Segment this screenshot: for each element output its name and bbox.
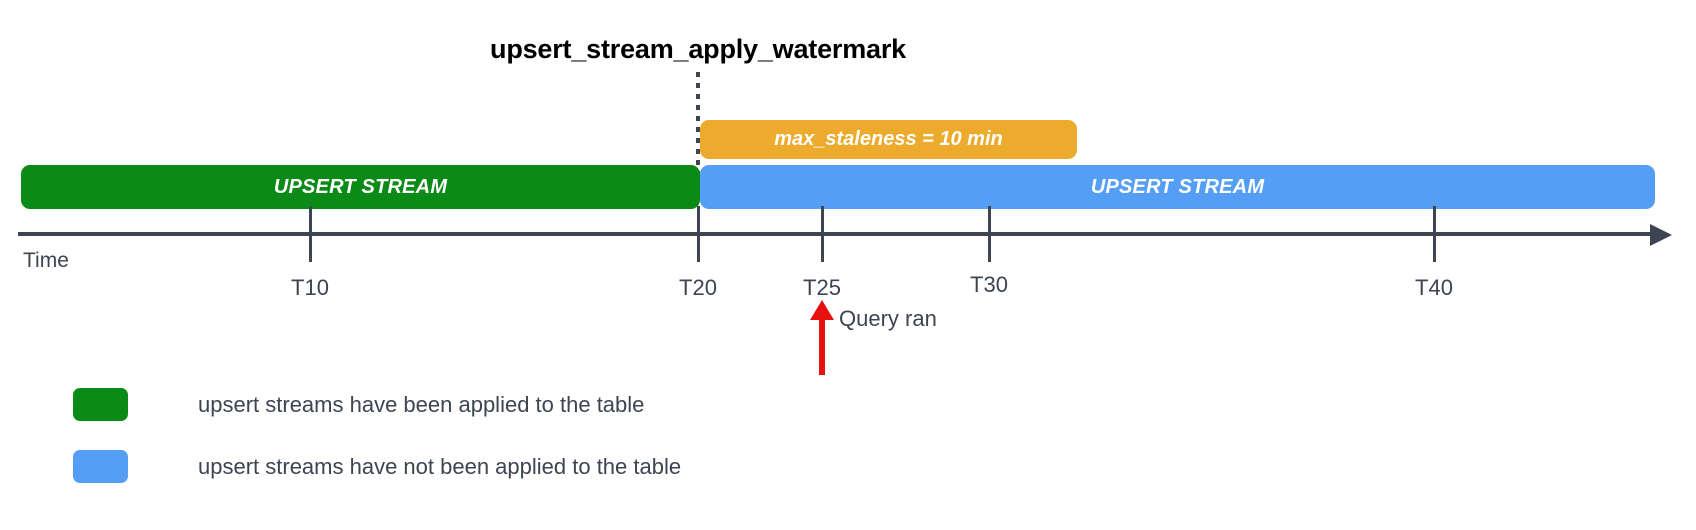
time-axis-label: Time — [23, 249, 69, 272]
upsert-stream-bar-not-applied-label: UPSERT STREAM — [1090, 175, 1265, 198]
watermark-dotted-line — [696, 72, 700, 204]
query-ran-label: Query ran — [839, 306, 937, 331]
upsert-stream-bar-not-applied: UPSERT STREAM — [700, 165, 1655, 209]
axis-tick-t40 — [1433, 206, 1436, 262]
legend-item-applied: upsert streams have been applied to the … — [73, 388, 644, 421]
legend-swatch-not-applied — [73, 450, 128, 483]
legend-swatch-applied — [73, 388, 128, 421]
axis-tick-label-t10: T10 — [291, 275, 329, 300]
upsert-stream-bar-applied-label: UPSERT STREAM — [273, 175, 448, 198]
axis-tick-t30 — [988, 206, 991, 262]
axis-tick-label-t20: T20 — [679, 275, 717, 300]
legend-label-not-applied: upsert streams have not been applied to … — [198, 453, 682, 479]
axis-tick-label-t30: T30 — [970, 272, 1008, 297]
axis-tick-t25 — [821, 206, 824, 262]
axis-tick-label-t40: T40 — [1415, 275, 1453, 300]
page-title: upsert_stream_apply_watermark — [490, 34, 906, 64]
legend-label-applied: upsert streams have been applied to the … — [198, 391, 645, 417]
legend-item-not-applied: upsert streams have not been applied to … — [73, 450, 681, 483]
query-ran-arrow-icon — [810, 300, 834, 320]
upsert-stream-bar-applied: UPSERT STREAM — [21, 165, 700, 209]
axis-tick-label-t25: T25 — [803, 275, 841, 300]
time-axis-arrow-icon — [1650, 224, 1672, 246]
axis-tick-t10 — [309, 206, 312, 262]
query-ran-arrow-shaft — [819, 315, 825, 375]
max-staleness-badge: max_staleness = 10 min — [700, 120, 1077, 159]
time-axis-line — [18, 232, 1656, 236]
axis-tick-t20 — [697, 206, 700, 262]
max-staleness-label: max_staleness = 10 min — [774, 128, 1003, 150]
